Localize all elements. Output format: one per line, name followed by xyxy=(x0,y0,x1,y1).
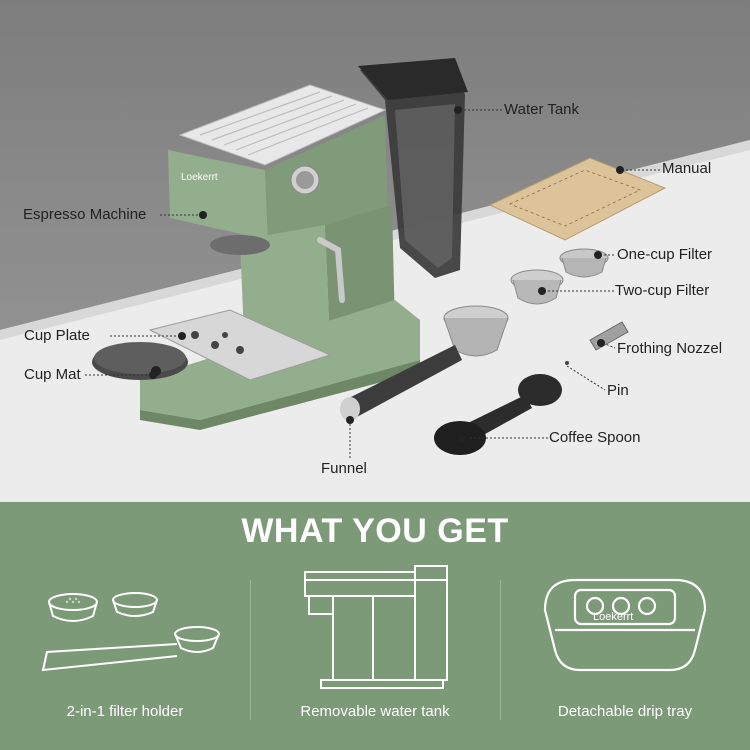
callout-pin: Pin xyxy=(607,382,629,399)
water-tank xyxy=(358,58,468,278)
callout-water-tank: Water Tank xyxy=(504,101,580,118)
callout-espresso-machine: Espresso Machine xyxy=(23,206,147,223)
feature-label-filter-holder: 2-in-1 filter holder xyxy=(66,703,184,720)
drip-tray-icon: Loekerrt xyxy=(543,578,707,672)
callout-frothing-nozzel: Frothing Nozzel xyxy=(617,340,723,357)
two-cup-filter xyxy=(510,269,564,305)
callout-funnel: Funnel xyxy=(321,460,367,477)
brand-logo-text: Loekerrt xyxy=(181,172,218,183)
feature-label-water-tank: Removable water tank xyxy=(300,703,450,720)
feature-label-drip-tray: Detachable drip tray xyxy=(557,703,693,720)
manual-booklet xyxy=(488,157,667,241)
pin xyxy=(565,361,569,365)
callout-manual: Manual xyxy=(662,160,712,177)
portafilter xyxy=(340,305,509,421)
espresso-machine xyxy=(92,84,420,430)
callout-two-cup-filter: Two-cup Filter xyxy=(615,282,710,299)
callout-one-cup-filter: One-cup Filter xyxy=(617,246,713,263)
callout-lines xyxy=(85,109,660,460)
callout-cup-mat: Cup Mat xyxy=(24,366,81,383)
panel-title: WHAT YOU GET xyxy=(241,512,509,550)
callout-cup-plate: Cup Plate xyxy=(24,327,90,344)
callout-coffee-spoon: Coffee Spoon xyxy=(549,429,641,446)
product-scene: Loekerrt xyxy=(0,58,750,502)
product-photo: Loekerrt Water Tank Manual Espresso Mach… xyxy=(0,0,750,502)
drip-tray-brand-text: Loekerrt xyxy=(593,611,633,623)
filter-holder-icon xyxy=(41,592,220,672)
callout-dots xyxy=(149,106,624,442)
divider xyxy=(250,580,251,720)
water-tank-icon xyxy=(304,565,448,689)
divider xyxy=(500,580,501,720)
what-you-get-panel xyxy=(0,502,750,750)
